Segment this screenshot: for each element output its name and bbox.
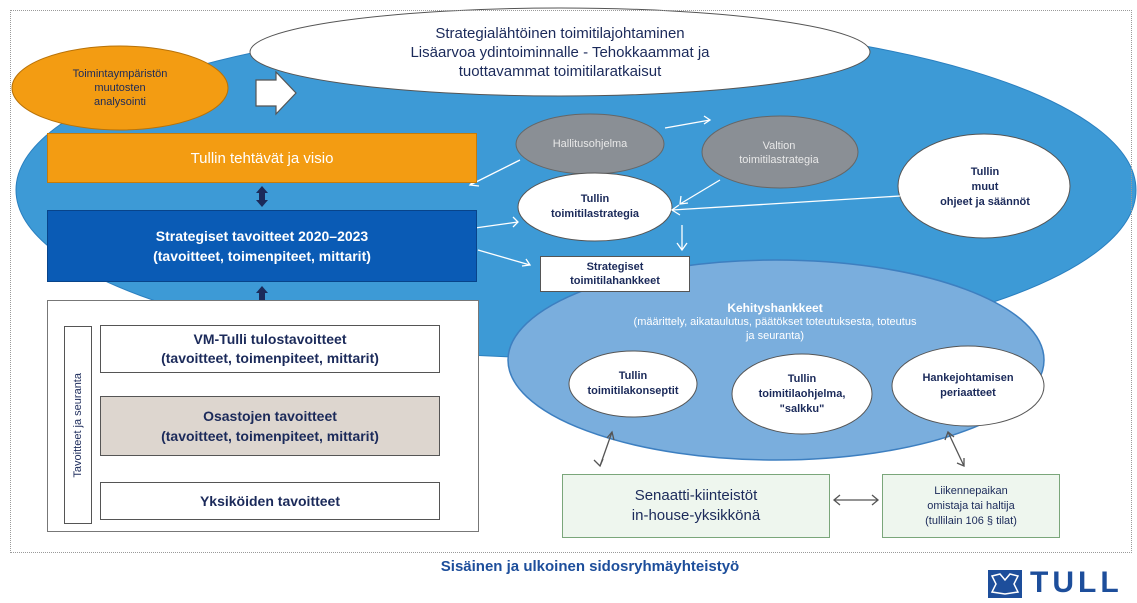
environment-ellipse-shape (11, 45, 229, 131)
tulli-strategy-label: Tullin toimitilastrategia (520, 188, 670, 226)
side-label-box: Tavoitteet ja seuranta (64, 326, 92, 524)
unit-text: Yksiköiden tavoitteet (199, 493, 341, 509)
dev-line2: ja seuranta) (745, 330, 805, 342)
vm-goals-box: VM-Tulli tulostavoitteet (tavoitteet, to… (100, 325, 440, 373)
other-rules-line3: ohjeet ja säännöt (940, 195, 1030, 208)
footer-caption: Sisäinen ja ulkoinen sidosryhmäyhteistyö (300, 555, 880, 577)
other-rules-oval (897, 133, 1071, 239)
dept-line1: Osastojen tavoitteet (203, 408, 337, 424)
vm-line2: (tavoitteet, toimenpiteet, mittarit) (161, 350, 379, 366)
program-line3: "salkku" (779, 402, 825, 415)
footer-text: Sisäinen ja ulkoinen sidosryhmäyhteistyö (440, 557, 740, 575)
concepts-line1: Tullin (618, 370, 648, 382)
other-rules-label: Tullin muut ohjeet ja säännöt (900, 160, 1070, 214)
dept-goals-box: Osastojen tavoitteet (tavoitteet, toimen… (100, 396, 440, 456)
strategic-line1: Strategiset tavoitteet 2020–2023 (155, 228, 369, 244)
tulli-strategy-oval (517, 172, 673, 242)
principles-label: Hankejohtamisen periaatteet (896, 366, 1040, 406)
tulli-logo-icon (988, 570, 1022, 598)
concepts-label: Tullin toimitilakonseptit (572, 364, 694, 404)
owner-box: Liikennepaikan omistaja tai haltija (tul… (882, 474, 1060, 538)
vm-line1: VM-Tulli tulostavoitteet (193, 331, 347, 347)
owner-line3: (tullilain 106 § tilat) (925, 514, 1017, 527)
tulli-strategy-line2: toimitilastrategia (550, 208, 640, 220)
mission-text: Tullin tehtävät ja visio (190, 149, 334, 167)
strategic-goals-box: Strategiset tavoitteet 2020–2023 (tavoit… (47, 210, 477, 282)
dev-title: Kehityshankkeet (727, 301, 823, 315)
projects-line2: toimitilahankkeet (570, 275, 660, 287)
program-line2: toimitilaohjelma, (758, 387, 846, 400)
owner-line1: Liikennepaikan (934, 484, 1008, 497)
tulli-strategy-line1: Tullin (580, 193, 610, 205)
concepts-oval (568, 350, 698, 418)
dev-line1: (määrittely, aikataulutus, päätökset tot… (633, 316, 917, 328)
unit-goals-box: Yksiköiden tavoitteet (100, 482, 440, 520)
hollow-arrow-icon (255, 70, 297, 116)
other-rules-line1: Tullin (970, 165, 1000, 178)
strategic-line2: (tavoitteet, toimenpiteet, mittarit) (153, 248, 371, 264)
gov-program-label: Hallitusohjelma (520, 132, 660, 156)
tulli-emblem-icon (990, 573, 1020, 595)
diagram-frame (10, 10, 1132, 553)
state-strategy-line2: toimitilastrategia (739, 154, 819, 166)
mission-box: Tullin tehtävät ja visio (47, 133, 477, 183)
state-strategy-oval (701, 115, 859, 189)
senaatti-box: Senaatti-kiinteistöt in-house-yksikkönä (562, 474, 830, 538)
dept-line2: (tavoitteet, toimenpiteet, mittarit) (161, 428, 379, 444)
principles-line2: periaatteet (940, 387, 996, 399)
top-ellipse-line3: tuottavammat toimitilaratkaisut (458, 62, 662, 80)
bottom-arrows (593, 430, 965, 506)
gov-program-text: Hallitusohjelma (552, 138, 628, 150)
env-line2: muutosten (94, 82, 146, 94)
environment-ellipse-text: Toimintaympäristön muutosten analysointi (20, 58, 220, 118)
top-ellipse-line2: Lisäarvoa ydintoiminnalle - Tehokkaammat… (410, 43, 710, 61)
senaatti-line2: in-house-yksikkönä (631, 507, 761, 524)
program-label: Tullin toimitilaohjelma, "salkku" (736, 368, 868, 420)
env-line3: analysointi (94, 96, 146, 108)
brand-wordmark: TULL (1030, 566, 1123, 599)
program-line1: Tullin (787, 372, 817, 385)
top-ellipse-text: Strategialähtöinen toimitilajohtaminen L… (300, 14, 820, 90)
projects-line1: Strategiset (586, 261, 644, 273)
dev-projects-label: Kehityshankkeet (määrittely, aikataulutu… (560, 296, 990, 348)
double-arrow-1 (256, 186, 268, 207)
concepts-line2: toimitilakonseptit (587, 385, 679, 397)
env-line1: Toimintaympäristön (72, 68, 168, 80)
strategic-projects-box: Strategiset toimitilahankkeet (540, 256, 690, 292)
principles-line1: Hankejohtamisen (922, 372, 1014, 384)
owner-line2: omistaja tai haltija (927, 499, 1015, 512)
senaatti-line1: Senaatti-kiinteistöt (634, 487, 758, 504)
state-strategy-label: Valtion toimitilastrategia (704, 134, 854, 172)
side-label-text: Tavoitteet ja seuranta (72, 372, 84, 478)
state-strategy-line1: Valtion (762, 140, 796, 152)
principles-oval (891, 345, 1045, 427)
top-ellipse-line1: Strategialähtöinen toimitilajohtaminen (435, 24, 685, 42)
other-rules-line2: muut (971, 180, 999, 193)
program-oval (731, 353, 873, 435)
top-ellipse-shape (249, 7, 871, 97)
